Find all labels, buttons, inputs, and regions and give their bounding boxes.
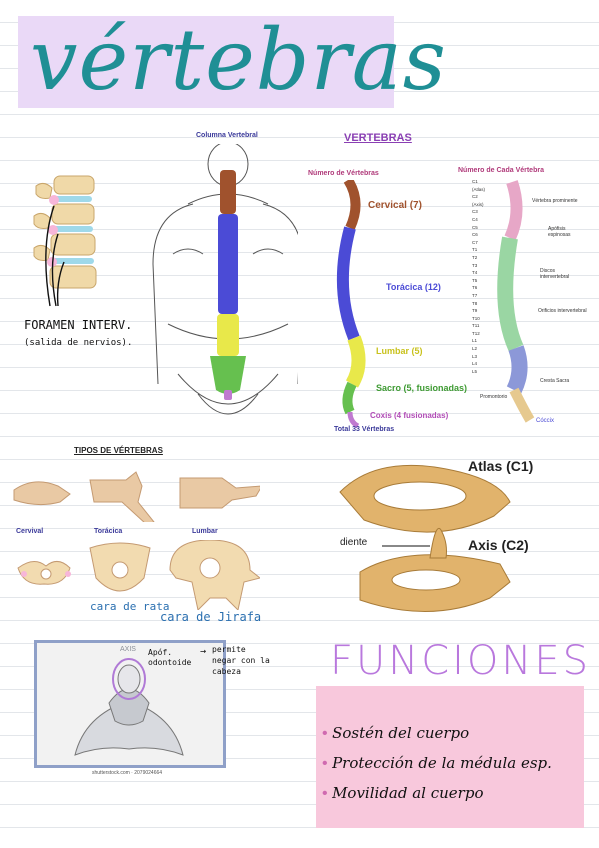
vertebra-code: C4 [472, 216, 478, 222]
diente-label: diente [340, 537, 368, 548]
spine-side-illustration [33, 175, 97, 307]
numero-vertebras-label: Número de Vértebras [308, 170, 379, 177]
tipo-toracica-label: Torácica [94, 528, 123, 535]
vertebra-types-side-view [13, 471, 260, 522]
atlas-axis-illustration [339, 464, 511, 612]
vertebra-code: T7 [472, 292, 478, 298]
page-title: vértebras [30, 11, 447, 109]
tipo-lumbar-label: Lumbar [192, 528, 218, 535]
vertebra-code: C1 (Atlas) [472, 179, 486, 192]
lumbar-count: Lumbar (5) [376, 346, 423, 356]
sacro-count: Sacro (5, fusionadas) [376, 383, 468, 393]
axis-label: Axis (C2) [468, 537, 529, 553]
vertebra-code: L4 [472, 361, 478, 367]
label-apofisis: Apófisis espinosas [548, 226, 571, 238]
funciones-box: • Sostén del cuerpo • Protección de la m… [316, 686, 584, 828]
vertebra-code: C3 [472, 209, 478, 215]
bullet-icon: • [322, 785, 328, 802]
tipos-heading: TIPOS DE VÉRTEBRAS [74, 446, 163, 455]
vertebras-heading: VERTEBRAS [344, 132, 412, 144]
label-promontorio: Promontorio [480, 394, 508, 400]
vertebra-code: T4 [472, 270, 478, 276]
vertebra-code: L2 [472, 346, 478, 352]
axis-vertebra-drawing [74, 658, 184, 756]
vertebra-code: T1 [472, 247, 478, 253]
foramen-sublabel: (salida de nervios). [24, 338, 133, 348]
funcion-item: • Movilidad al cuerpo [322, 784, 484, 802]
permite-note: permite negar con la cabeza [212, 645, 270, 676]
columna-label: Columna Vertebral [196, 132, 258, 139]
note-cara-rata: cara de rata [90, 600, 170, 613]
bullet-icon: • [322, 755, 328, 772]
label-cresta-sacra: Cresta Sacra [540, 378, 570, 384]
vertebra-code: T2 [472, 254, 478, 260]
label-orificios: Orificios intervertebral [538, 308, 587, 314]
funciones-title: FUNCIONES [330, 638, 592, 684]
vertebra-code: L3 [472, 353, 478, 359]
foramen-label: FORAMEN INTERV. [24, 318, 133, 332]
vertebra-code: C6 [472, 232, 478, 238]
atlas-label: Atlas (C1) [468, 458, 534, 474]
vertebra-code: C2 (Axis) [472, 194, 484, 207]
axis-small-label: AXIS [120, 646, 136, 653]
vertebra-code: C5 [472, 224, 478, 230]
arrow-icon: → [200, 646, 207, 657]
numero-cada-label: Número de Cada Vértebra [458, 167, 544, 174]
vertebra-code: T5 [472, 277, 478, 283]
tipo-cervical-label: Cervival [16, 528, 44, 535]
vertebra-types-top-view [17, 540, 260, 610]
numbered-spine-illustration [497, 180, 535, 423]
vertebra-code-list: C1 (Atlas) C2 (Axis) C3 C4 C5 C6 C7 T1 T… [472, 178, 490, 375]
funcion-item: • Sostén del cuerpo [322, 724, 470, 742]
title-highlight [18, 16, 394, 108]
vertebra-code: T8 [472, 300, 478, 306]
vertebra-code: T9 [472, 308, 478, 314]
coxis-count: Coxis (4 fusionadas) [370, 411, 449, 420]
vertebra-code: T3 [472, 262, 478, 268]
axis-image-frame [34, 640, 226, 768]
label-coccix: Cóccix [536, 418, 555, 424]
toracica-count: Torácica (12) [386, 282, 441, 292]
vertebra-code: C7 [472, 239, 478, 245]
vertebra-code: T12 [472, 330, 480, 336]
image-credit: shutterstock.com · 2079024664 [92, 770, 163, 776]
vertebra-code: L1 [472, 338, 478, 344]
bullet-icon: • [322, 725, 328, 742]
colored-spine-illustration [336, 180, 366, 429]
vertebra-code: T11 [472, 323, 480, 329]
vertebra-code: L5 [472, 368, 478, 374]
label-discos: Discos intervertebral [540, 268, 570, 280]
apofisis-odontoide-note: Apóf. odontoide [148, 648, 192, 667]
note-cara-jirafa: cara de Jirafa [160, 610, 262, 624]
vertebra-code: T10 [472, 315, 480, 321]
funcion-item: • Protección de la médula esp. [322, 754, 552, 772]
vertebra-code: T6 [472, 285, 478, 291]
label-vertebra-prominente: Vértebra prominente [532, 198, 578, 204]
cervical-count: Cervical (7) [368, 200, 422, 211]
total-vertebras: Total 33 Vértebras [334, 426, 395, 433]
body-spine-illustration [152, 144, 298, 415]
